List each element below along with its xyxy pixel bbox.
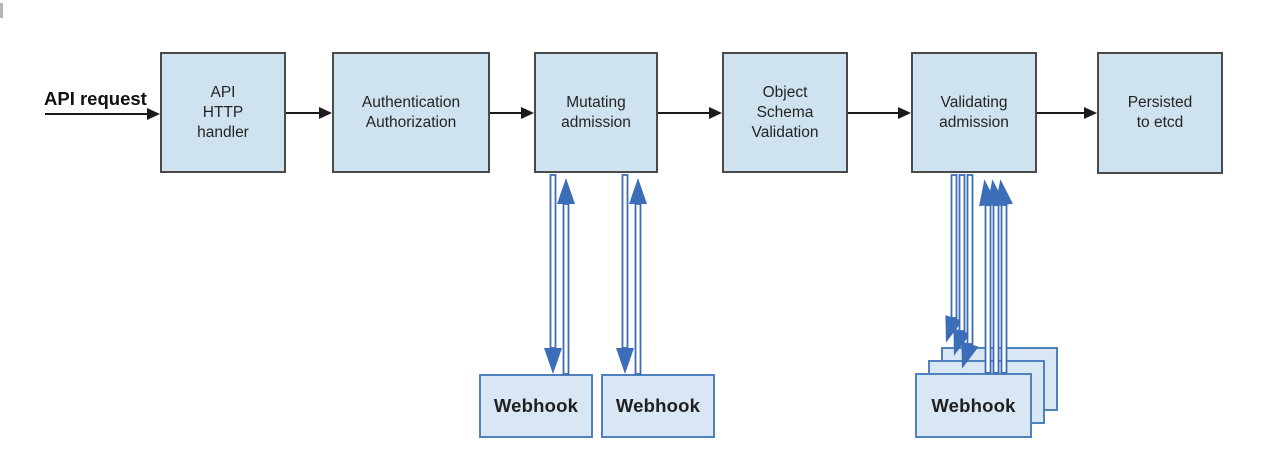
stage-mutating-admission: Mutating admission (534, 52, 658, 173)
arrow-mutating-to-webhook1-down (544, 174, 562, 374)
arrow-mutating-to-schema (658, 107, 722, 119)
webhook-label: Webhook (931, 394, 1016, 416)
arrow-schema-to-validating (848, 107, 911, 119)
mutating-webhook-box-1: Webhook (479, 374, 593, 438)
stage-label: Validating admission (939, 93, 1009, 131)
arrow-webhooks-to-validating-up-1 (979, 179, 997, 374)
arrow-validating-to-webhooks-down-1 (945, 174, 963, 343)
stage-label: Authentication Authorization (361, 93, 461, 131)
arrow-webhooks-to-validating-up-2 (987, 179, 1005, 374)
stage-label: Mutating admission (561, 93, 631, 131)
stage-validating-admission: Validating admission (911, 52, 1037, 173)
arrow-mutating-to-webhook2-down (616, 174, 634, 374)
arrow-webhook2-to-mutating-up (629, 178, 647, 375)
stage-label: Object Schema Validation (751, 83, 819, 141)
mutating-webhook-box-2: Webhook (601, 374, 715, 438)
api-request-label: API request (44, 88, 147, 109)
stage-authentication-authorization: Authentication Authorization (332, 52, 490, 173)
webhook-label: Webhook (493, 395, 579, 416)
arrow-webhooks-to-validating-up-3 (995, 179, 1013, 374)
stage-api-http-handler: API HTTP handler (160, 52, 286, 173)
arrow-validating-to-webhooks-down-3 (961, 174, 979, 369)
stage-label: Persisted to etcd (1127, 94, 1193, 131)
arrow-webhook1-to-mutating-up (557, 178, 575, 375)
stage-object-schema-validation: Object Schema Validation (722, 52, 848, 173)
stage-persisted-to-etcd: Persisted to etcd (1097, 52, 1223, 174)
stage-label: API HTTP handler (197, 83, 249, 141)
scan-artifact (0, 3, 3, 18)
arrow-validating-to-etcd (1037, 107, 1097, 119)
webhook-label: Webhook (615, 395, 701, 416)
arrow-auth-to-mutating (490, 107, 534, 119)
arrow-handler-to-auth (286, 107, 332, 119)
validating-webhook-box-front: Webhook (915, 373, 1032, 438)
arrow-validating-to-webhooks-down-2 (953, 174, 971, 356)
